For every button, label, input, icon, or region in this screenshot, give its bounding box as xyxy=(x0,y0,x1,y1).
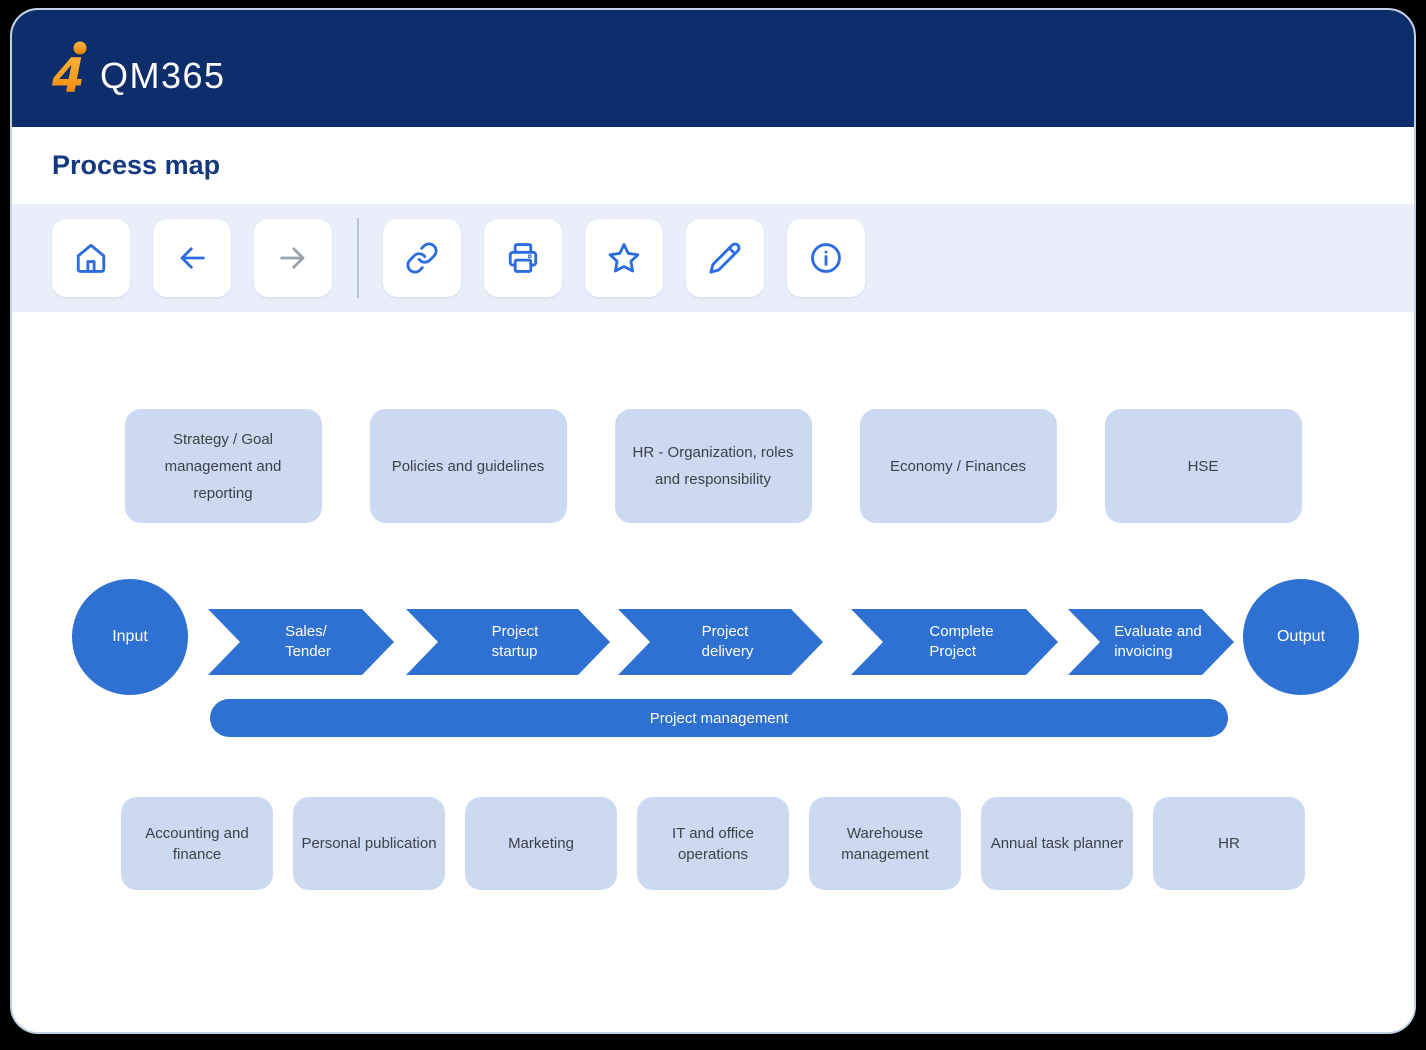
flow-step-label: Sales/ Tender xyxy=(285,623,331,660)
process-box-warehouse[interactable]: Warehouse management xyxy=(809,797,961,890)
flow-step-label: Project delivery xyxy=(701,623,754,660)
toolbar-separator xyxy=(357,218,359,298)
process-box-accounting[interactable]: Accounting and finance xyxy=(121,797,273,890)
process-box-hr[interactable]: HR xyxy=(1153,797,1305,890)
flow-step-complete-project[interactable]: Complete Project xyxy=(851,609,1058,675)
app-window: 4 QM365 Process map xyxy=(10,8,1416,1034)
logo-4-icon: 4 xyxy=(52,41,87,98)
process-box-strategy[interactable]: Strategy / Goal management and reporting xyxy=(124,409,322,523)
link-icon xyxy=(406,242,438,274)
info-button[interactable] xyxy=(787,219,865,297)
edit-button[interactable] xyxy=(686,219,764,297)
arrow-right-icon xyxy=(280,247,305,269)
svg-text:4: 4 xyxy=(52,49,85,98)
process-box-annual-task-planner[interactable]: Annual task planner xyxy=(981,797,1133,890)
process-box-it-office[interactable]: IT and office operations xyxy=(637,797,789,890)
arrow-left-icon xyxy=(180,247,205,269)
process-box-personal-publication[interactable]: Personal publication xyxy=(293,797,445,890)
pencil-icon xyxy=(709,242,741,274)
flow-step-label: Complete Project xyxy=(929,623,994,660)
forward-button[interactable] xyxy=(254,219,332,297)
process-map-canvas: Strategy / Goal management and reporting… xyxy=(12,312,1414,1032)
app-logo: 4 QM365 xyxy=(52,40,226,98)
home-button[interactable] xyxy=(52,219,130,297)
top-process-row: Strategy / Goal management and reporting… xyxy=(12,409,1414,523)
flow-step-label: Evaluate and invoicing xyxy=(1114,623,1202,660)
toolbar xyxy=(12,204,1414,312)
printer-icon xyxy=(508,243,538,273)
app-header: 4 QM365 xyxy=(12,10,1414,127)
flow-step-project-delivery[interactable]: Project delivery xyxy=(618,609,823,675)
project-management-bar[interactable]: Project management xyxy=(210,699,1228,737)
flow-step-evaluate-invoicing[interactable]: Evaluate and invoicing xyxy=(1068,609,1234,675)
title-strip: Process map xyxy=(12,127,1414,204)
process-box-economy[interactable]: Economy / Finances xyxy=(859,409,1057,523)
flow-step-project-startup[interactable]: Project startup xyxy=(406,609,610,675)
bottom-process-row: Accounting and finance Personal publicat… xyxy=(12,797,1414,890)
home-icon xyxy=(76,243,106,273)
favorite-button[interactable] xyxy=(585,219,663,297)
flow-output-circle[interactable]: Output xyxy=(1243,579,1359,695)
back-button[interactable] xyxy=(153,219,231,297)
flow-step-label: Project startup xyxy=(491,623,539,660)
process-box-hr-organization[interactable]: HR - Organization, roles and responsibil… xyxy=(614,409,812,523)
copy-link-button[interactable] xyxy=(383,219,461,297)
process-box-policies[interactable]: Policies and guidelines xyxy=(369,409,567,523)
print-button[interactable] xyxy=(484,219,562,297)
logo-text: QM365 xyxy=(100,54,226,96)
info-icon xyxy=(811,243,841,273)
flow-input-circle[interactable]: Input xyxy=(72,579,188,695)
star-icon xyxy=(608,243,640,273)
flow-step-sales-tender[interactable]: Sales/ Tender xyxy=(208,609,394,675)
process-box-marketing[interactable]: Marketing xyxy=(465,797,617,890)
process-box-hse[interactable]: HSE xyxy=(1104,409,1302,523)
page-title: Process map xyxy=(52,150,221,180)
